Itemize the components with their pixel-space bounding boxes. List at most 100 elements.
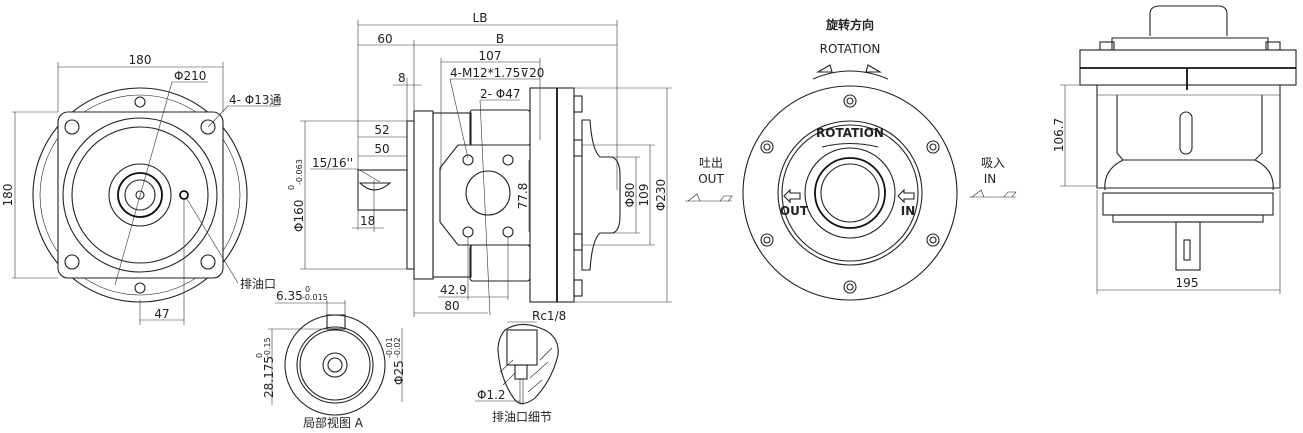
- dim-phi80: Φ80: [623, 183, 637, 208]
- mount-hole: [64, 119, 80, 135]
- upper-lobe: [469, 109, 531, 147]
- out-arrow-icon: [783, 188, 801, 204]
- mount-hole: [134, 282, 146, 294]
- mount-holes: [64, 96, 216, 294]
- bolt-hole: [502, 154, 514, 166]
- drain-section: [497, 323, 559, 405]
- spline-dim: 15/16'': [312, 156, 353, 170]
- flange-bolts: [760, 94, 940, 294]
- rotation-arrow: [812, 70, 889, 80]
- drain-label: 排油口: [240, 277, 276, 291]
- inner-out-label: OUT: [780, 204, 809, 218]
- width-dim: 195: [1176, 276, 1199, 290]
- keyway: [358, 182, 392, 191]
- dim-18: 18: [360, 214, 375, 228]
- dim-60: 60: [377, 32, 392, 46]
- height-tol-lower: -0.15: [263, 337, 272, 358]
- side-view: LB 60 B 107 4-M12*1.75⊽20 2- Φ47 8 52 50…: [287, 11, 672, 317]
- dim-50: 50: [374, 142, 389, 156]
- shaft-center: [135, 190, 145, 200]
- ports-label: 2- Φ47: [480, 87, 521, 101]
- dim-42-9: 42.9: [440, 283, 467, 297]
- dim-80: 80: [444, 299, 459, 313]
- lower-lobe: [469, 244, 531, 282]
- drain-detail: Rc1/8 Φ1.2 排油口细节: [475, 309, 566, 424]
- shaft-tol-lower: -0.02: [393, 337, 402, 358]
- mount-hole: [134, 96, 146, 108]
- port-circle: [465, 170, 511, 216]
- detail-a-caption: 局部视图 A: [303, 415, 364, 430]
- hub-circle: [108, 163, 172, 227]
- out-label-en: OUT: [698, 172, 724, 186]
- mount-hole: [64, 254, 80, 270]
- rotation-title-cn: 旋转方向: [825, 17, 874, 32]
- key-width-dim: 6.35: [276, 289, 303, 303]
- key-height-dim: 28.175: [262, 356, 276, 398]
- drain-detail-caption: 排油口细节: [492, 410, 552, 424]
- shaft-dia-dim: Φ25: [392, 360, 406, 385]
- main-flange: [529, 87, 575, 303]
- lb-dim: LB: [473, 11, 488, 25]
- keyway: [326, 314, 346, 330]
- detail-a: 6.35 0 -0.015 28.175 0 -0.15 Φ25 -0.01 -…: [255, 285, 406, 430]
- body: [1096, 85, 1281, 189]
- hatching: [499, 347, 553, 393]
- drain-hole: [179, 190, 189, 200]
- inner-in-label: IN: [901, 204, 916, 218]
- thread-label: 4-M12*1.75⊽20: [450, 66, 544, 80]
- right-view: 106.7 195: [1052, 5, 1297, 294]
- pcd-circle: [39, 94, 241, 296]
- height-tol-upper: 0: [255, 353, 264, 358]
- shaft-circle: [124, 179, 156, 211]
- width-dim: 180: [129, 53, 152, 67]
- in-direction-icon: [969, 189, 1017, 198]
- height-dim: 106.7: [1052, 118, 1066, 152]
- pilot-circle: [62, 117, 218, 273]
- bolt-head: [573, 139, 583, 157]
- flange-circle: [742, 85, 958, 301]
- rotation-title-en: ROTATION: [820, 42, 881, 56]
- pcd-dim: Φ210: [174, 69, 206, 83]
- dim-109: 109: [637, 184, 651, 207]
- mount-hole: [200, 119, 216, 135]
- in-label-en: IN: [984, 172, 997, 186]
- key-tol-lower: -0.015: [302, 293, 328, 302]
- height-dim: 180: [1, 184, 15, 207]
- shaft-tol-upper: -0.01: [385, 337, 394, 358]
- rotation-view: 旋转方向 ROTATION ROTATION OUT IN 吐出 OUT 吸入 …: [685, 17, 1017, 301]
- in-arrow-icon: [897, 188, 915, 204]
- pilot-dim: Φ160: [292, 200, 306, 232]
- bolt-head: [573, 233, 583, 251]
- top-dome: [1149, 5, 1228, 36]
- bottom-flange: [1102, 192, 1274, 216]
- front-view: 180 180 Φ210 4- Φ13通 排油口 47: [1, 53, 282, 325]
- output-shaft: [1175, 221, 1201, 271]
- hole-label: Φ1.2: [477, 388, 506, 402]
- shaft-outer: [117, 172, 163, 218]
- rear-cap: [581, 119, 621, 271]
- bolt-hole: [462, 154, 474, 166]
- inner-rotation-label: ROTATION: [816, 126, 884, 140]
- bolt-head: [573, 279, 583, 297]
- offset-dim: 47: [154, 307, 169, 321]
- out-direction-icon: [685, 193, 733, 202]
- mount-flange: [413, 110, 434, 280]
- key-tol-upper: 0: [305, 285, 310, 294]
- b-dim: B: [496, 32, 504, 46]
- key-icon: [1179, 111, 1193, 155]
- out-label-cn: 吐出: [699, 156, 723, 170]
- thread-label: Rc1/8: [532, 309, 566, 323]
- mount-hole: [200, 254, 216, 270]
- holes-label: 4- Φ13通: [229, 93, 282, 107]
- dim-107: 107: [479, 49, 502, 63]
- inner-circle: [71, 126, 209, 264]
- dim-77-8: 77.8: [516, 183, 530, 210]
- pilot-tol-lower: -0.063: [295, 159, 304, 185]
- bolt-head: [573, 95, 583, 113]
- pilot-plate: [406, 120, 415, 270]
- shaft: [357, 169, 408, 211]
- pilot-tol-upper: 0: [287, 185, 296, 190]
- dim-phi230: Φ230: [654, 179, 668, 211]
